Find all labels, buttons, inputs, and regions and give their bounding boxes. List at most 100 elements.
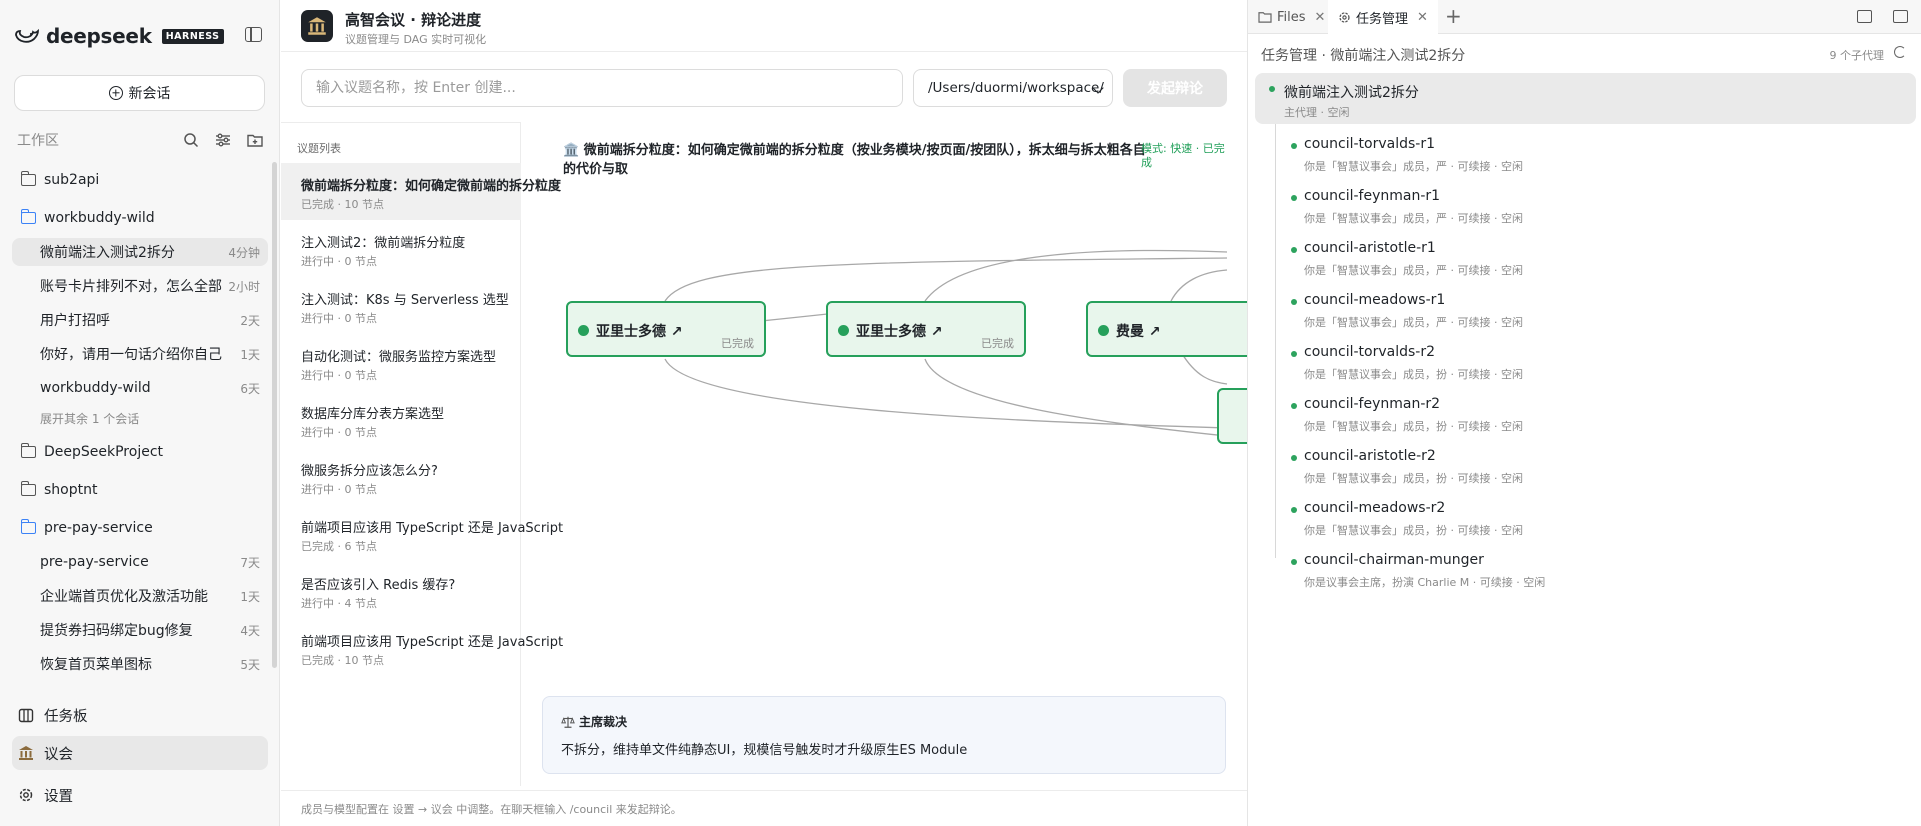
folder-shoptnt[interactable]: shoptnt <box>12 476 268 504</box>
tab-task-management[interactable]: 任务管理 ✕ <box>1328 0 1438 34</box>
chairman-verdict: 主席裁决 不拆分，维持单文件纯静态UI，规模信号触发时才升级原生ES Modul… <box>542 696 1226 774</box>
folder-label: sub2api <box>44 172 100 188</box>
chat-item[interactable]: workbuddy-wild 6天 <box>12 374 268 402</box>
dag-node[interactable]: 亚里士多德 ↗ 已完成 <box>566 301 766 357</box>
chat-item[interactable]: 提货券扫码绑定bug修复 4天 <box>12 616 268 644</box>
chat-item[interactable]: 恢复首页菜单图标 5天 <box>12 650 268 678</box>
page-subtitle: 议题管理与 DAG 实时可视化 <box>345 33 487 46</box>
panel-right-icon[interactable] <box>1893 10 1908 23</box>
topic-title: 微前端拆分粒度：如何确定微前端的拆分粒度 <box>301 179 562 194</box>
temple-icon <box>19 746 33 760</box>
chat-item[interactable]: 账号卡片排列不对，怎么全部 2小时 <box>12 272 268 300</box>
sidebar-scrollbar[interactable] <box>272 162 277 668</box>
dag-edge <box>924 358 1228 437</box>
subagent-row[interactable]: council-chairman-munger 你是议事会主席，扮演 Charl… <box>1286 550 1906 600</box>
dag-edge <box>924 249 1228 302</box>
refresh-icon[interactable] <box>1894 46 1906 58</box>
node-label: 亚里士多德 ↗ <box>596 324 683 340</box>
topic-item[interactable]: 前端项目应该用 TypeScript 还是 JavaScript 已完成 · 1… <box>281 619 563 676</box>
main-agent-row[interactable]: 微前端注入测试2拆分 主代理 · 空闲 <box>1255 73 1916 124</box>
folder-label: pre-pay-service <box>44 520 153 536</box>
folder-icon <box>20 443 36 458</box>
filter-sliders-icon[interactable] <box>215 132 231 148</box>
status-dot <box>1291 559 1297 565</box>
close-icon[interactable]: ✕ <box>1417 9 1428 25</box>
folder-open-icon <box>20 519 36 534</box>
agent-name: council-meadows-r2 <box>1304 500 1446 516</box>
topic-item[interactable]: 注入测试：K8s 与 Serverless 选型 进行中 · 0 节点 <box>281 277 521 334</box>
dag-edge <box>1180 351 1228 385</box>
chat-item[interactable]: 企业端首页优化及激活功能 1天 <box>12 582 268 610</box>
topic-status: 已完成 · 10 节点 <box>301 654 384 667</box>
folder-workbuddy-wild[interactable]: workbuddy-wild <box>12 204 268 232</box>
start-debate-label: 发起辩论 <box>1147 81 1203 97</box>
status-dot <box>1269 86 1275 92</box>
subagent-row[interactable]: council-aristotle-r2 你是「智慧议事会」成员，扮 · 可续接… <box>1286 446 1906 496</box>
whale-logo-icon <box>15 28 39 43</box>
dag-canvas[interactable]: 亚里士多德 ↗ 已完成 亚里士多德 ↗ 已完成 费曼 ↗ <box>541 122 1286 682</box>
workspace-path-select[interactable]: /Users/duormi/workspace/ <box>913 69 1113 107</box>
chat-item[interactable]: 你好，请用一句话介绍你自己 1天 <box>12 340 268 368</box>
gear-icon <box>19 788 33 802</box>
topic-item[interactable]: 注入测试2：微前端拆分粒度 进行中 · 0 节点 <box>281 220 521 277</box>
start-debate-button[interactable]: 发起辩论 <box>1123 69 1227 107</box>
subagent-row[interactable]: council-meadows-r1 你是「智慧议事会」成员，严 · 可续接 ·… <box>1286 290 1906 340</box>
panel-tabs: Files ✕ 任务管理 ✕ + <box>1248 0 1921 34</box>
topic-item[interactable]: 微服务拆分应该怎么分? 进行中 · 0 节点 <box>281 448 521 505</box>
chat-title: 你好，请用一句话介绍你自己 <box>40 347 222 363</box>
tab-label: 任务管理 <box>1356 11 1409 27</box>
brand[interactable]: deepseek HARNESS <box>14 24 224 48</box>
subagent-row[interactable]: council-feynman-r1 你是「智慧议事会」成员，严 · 可续接 ·… <box>1286 186 1906 236</box>
tab-label: Files <box>1277 9 1306 25</box>
subagent-row[interactable]: council-torvalds-r1 你是「智慧议事会」成员，严 · 可续接 … <box>1286 134 1906 184</box>
subagent-row[interactable]: council-meadows-r2 你是「智慧议事会」成员，扮 · 可续接 ·… <box>1286 498 1906 548</box>
verdict-title: 主席裁决 <box>579 715 628 729</box>
nav-settings[interactable]: 设置 <box>12 778 268 812</box>
subagent-count: 9 个子代理 <box>1829 49 1885 62</box>
brand-name: deepseek <box>46 24 152 48</box>
subagent-row[interactable]: council-feynman-r2 你是「智慧议事会」成员，扮 · 可续接 ·… <box>1286 394 1906 444</box>
folder-pre-pay-service[interactable]: pre-pay-service <box>12 514 268 542</box>
topic-input[interactable] <box>301 69 903 107</box>
verdict-body: 不拆分，维持单文件纯静态UI，规模信号触发时才升级原生ES Module <box>561 743 968 758</box>
search-icon[interactable] <box>183 132 199 148</box>
folder-icon <box>20 481 36 496</box>
footer-hint: 成员与模型配置在 设置 → 议会 中调整。在聊天框输入 /council 来发起… <box>301 803 682 816</box>
nav-label: 设置 <box>44 788 73 805</box>
chat-item[interactable]: pre-pay-service 7天 <box>12 548 268 576</box>
topic-item[interactable]: 自动化测试：微服务监控方案选型 进行中 · 0 节点 <box>281 334 521 391</box>
chat-time: 1天 <box>240 347 260 362</box>
topic-item[interactable]: 是否应该引入 Redis 缓存? 进行中 · 4 节点 <box>281 562 521 619</box>
topic-item[interactable]: 微前端拆分粒度：如何确定微前端的拆分粒度 已完成 · 10 节点 <box>281 163 562 220</box>
add-tab-icon[interactable]: + <box>1445 4 1462 28</box>
close-icon[interactable]: ✕ <box>1314 9 1326 25</box>
nav-council[interactable]: 议会 <box>12 736 268 770</box>
nav-task-board[interactable]: 任务板 <box>12 698 268 732</box>
topic-item[interactable]: 数据库分库分表方案选型 进行中 · 0 节点 <box>281 391 521 448</box>
dag-view: 亚里士多德 ↗ 已完成 亚里士多德 ↗ 已完成 费曼 ↗ 🏛️ 微前端拆分粒度：… <box>541 122 1286 682</box>
topic-item[interactable]: 前端项目应该用 TypeScript 还是 JavaScript 已完成 · 6… <box>281 505 563 562</box>
node-status-dot <box>1098 325 1109 336</box>
subagent-row[interactable]: council-torvalds-r2 你是「智慧议事会」成员，扮 · 可续接 … <box>1286 342 1906 392</box>
new-folder-icon[interactable] <box>247 132 263 148</box>
tab-files[interactable]: Files ✕ <box>1248 0 1335 34</box>
chat-time: 5天 <box>240 657 260 672</box>
status-dot <box>1291 351 1297 357</box>
chat-item[interactable]: 微前端注入测试2拆分 4分钟 <box>12 238 268 266</box>
folder-deepseekproject[interactable]: DeepSeekProject <box>12 438 268 466</box>
topic-title: 自动化测试：微服务监控方案选型 <box>301 350 497 365</box>
dag-edge <box>664 358 1228 429</box>
expand-more-link[interactable]: 展开其余 1 个会话 <box>12 404 268 432</box>
page-title: 高智会议 · 辩论进度 <box>345 11 482 29</box>
panel-bottom-icon[interactable] <box>1857 10 1872 23</box>
folder-sub2api[interactable]: sub2api <box>12 166 268 194</box>
agent-status: 你是「智慧议事会」成员，扮 · 可续接 · 空闲 <box>1304 420 1523 433</box>
status-dot <box>1291 403 1297 409</box>
chat-time: 4天 <box>240 623 260 638</box>
chat-item[interactable]: 用户打招呼 2天 <box>12 306 268 334</box>
subagent-row[interactable]: council-aristotle-r1 你是「智慧议事会」成员，严 · 可续接… <box>1286 238 1906 288</box>
topic-status: 已完成 · 6 节点 <box>301 540 377 553</box>
new-chat-button[interactable]: 新会话 <box>14 75 265 111</box>
sidebar-collapse-icon[interactable] <box>245 27 262 42</box>
dag-node[interactable]: 亚里士多德 ↗ 已完成 <box>826 301 1026 357</box>
